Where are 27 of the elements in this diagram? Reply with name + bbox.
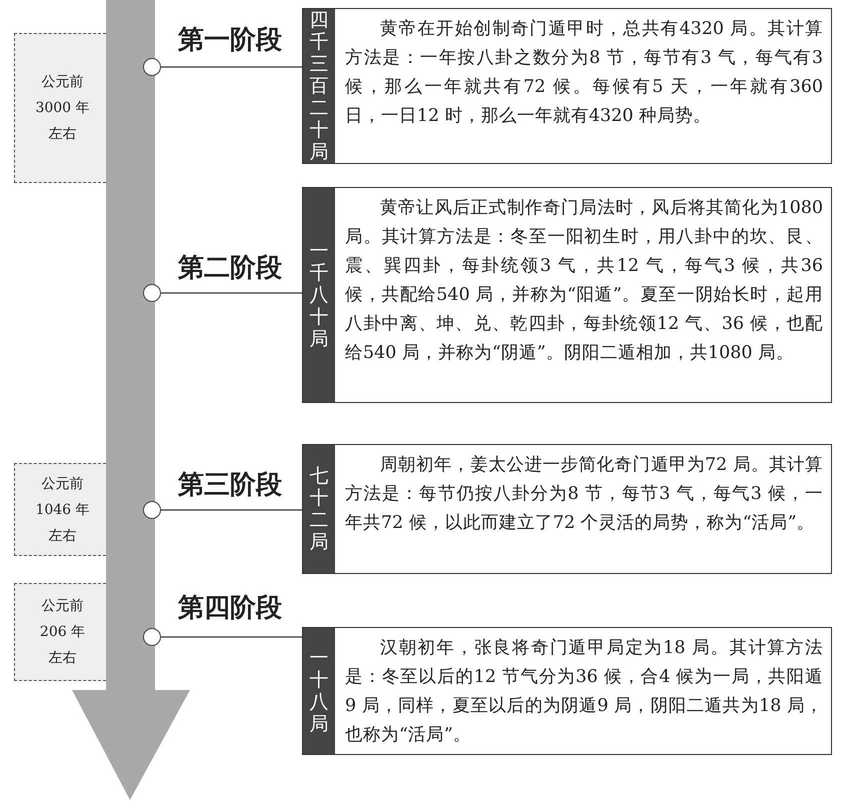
date-box: 公元前3000 年左右 (14, 33, 106, 183)
date-box: 公元前206 年左右 (14, 583, 106, 681)
connector-line (161, 66, 302, 68)
text-box (302, 627, 832, 755)
text-box (302, 187, 832, 403)
connector-line (161, 636, 302, 638)
date-box: 公元前1046 年左右 (14, 463, 106, 556)
paragraph: 黄帝在开始创制奇门遁甲时，总共有4320 局。其计算方法是：一年按八卦之数分为8 节，每节有3 气，每气有3 候，那么一年就共有72 候。每候有5 天，一年就有360 日，一日12 时，那么一年就有4320 种局势。 (344, 18, 824, 128)
timeline-circle (143, 501, 161, 519)
paragraph: 黄帝让风后正式制作奇门局法时，风后将其简化为1080 局。其计算方法是：冬至一阳初生时，用八卦中的坎、艮、震、巽四卦，每卦统领3 气，共12 气，每气3 候，共36 候，共配给540 局，并称为“阳遁”。夏至一阴始长时，起用八卦中离、坤、兑、乾四卦，每卦统领12 气、36 候，也配给540 局，并称为“阴遁”。阴阳二遁相加，共1080 局。 (344, 197, 824, 365)
timeline-circle (143, 628, 161, 646)
paragraph: 汉朝初年，张良将奇门遁甲局定为18 局。其计算方法是：冬至以后的12 节气分为36 候，合4 候为一局，共阳遁9 局，同样，夏至以后的为阴遁9 局，阴阳二遁共为18 局，也称为“活局”。 (344, 637, 824, 747)
paragraph: 周朝初年，姜太公进一步简化奇门遁甲为72 局。其计算方法是：每节仍按八卦分为8 节，每节3 气，每气3 候，一年共72 候，以此而建立了72 个灵活的局势，称为“活局”。 (344, 454, 824, 535)
vertical-label: 一十八局 (310, 647, 328, 735)
vertical-label: 四千三百二十局 (310, 9, 328, 163)
timeline-circle (143, 58, 161, 76)
stage-title: 第一阶段 (178, 24, 282, 57)
timeline-circle (143, 284, 161, 302)
stage-title: 第三阶段 (178, 469, 282, 502)
text-box (302, 444, 832, 574)
text-box (302, 8, 832, 164)
connector-line (161, 509, 302, 511)
connector-line (161, 292, 302, 294)
vertical-label: 一千八十局 (310, 240, 328, 350)
stage-title: 第四阶段 (178, 592, 282, 625)
vertical-label: 七十二局 (310, 465, 328, 553)
stage-title: 第二阶段 (178, 252, 282, 285)
